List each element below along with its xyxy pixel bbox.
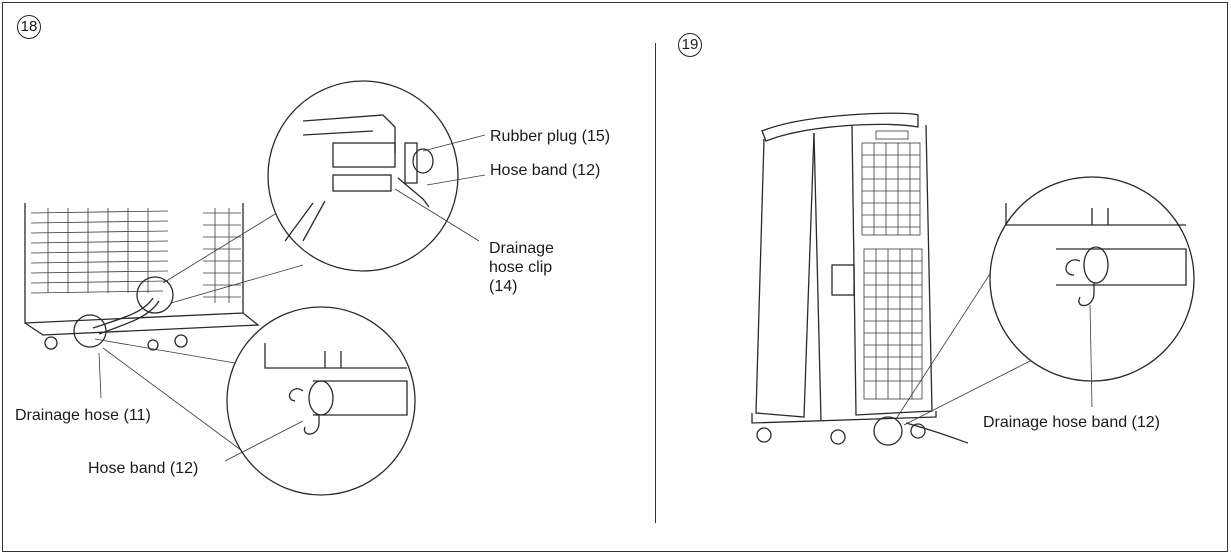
panel-divider — [655, 43, 656, 523]
figure-18-panel: 18 — [3, 3, 655, 551]
magnified-view-top — [162, 80, 459, 304]
callout-drainage-hose-clip: Drainage hose clip (14) — [489, 240, 554, 295]
figure-18-illustration — [24, 80, 486, 496]
callout-rubber-plug: Rubber plug (15) — [490, 128, 611, 145]
callout-drainage-hose: Drainage hose (11) — [15, 407, 151, 424]
ac-unit-rear-view — [751, 112, 969, 446]
ac-unit-side-view — [24, 203, 260, 351]
callout-hose-band-top: Hose band (12) — [490, 162, 601, 179]
callout-drainage-hose-band: Drainage hose band (12) — [983, 414, 1161, 431]
leader-lines — [98, 134, 486, 462]
callout-hose-band-bottom: Hose band (12) — [88, 460, 199, 477]
figure-19-number: 19 — [678, 33, 702, 57]
magnified-view-bottom — [94, 306, 416, 496]
magnified-view-hose-band — [895, 176, 1195, 426]
figure-18-number: 18 — [17, 15, 41, 39]
figure-19-illustration — [751, 112, 1195, 446]
figure-19-panel: 19 — [656, 3, 1229, 551]
